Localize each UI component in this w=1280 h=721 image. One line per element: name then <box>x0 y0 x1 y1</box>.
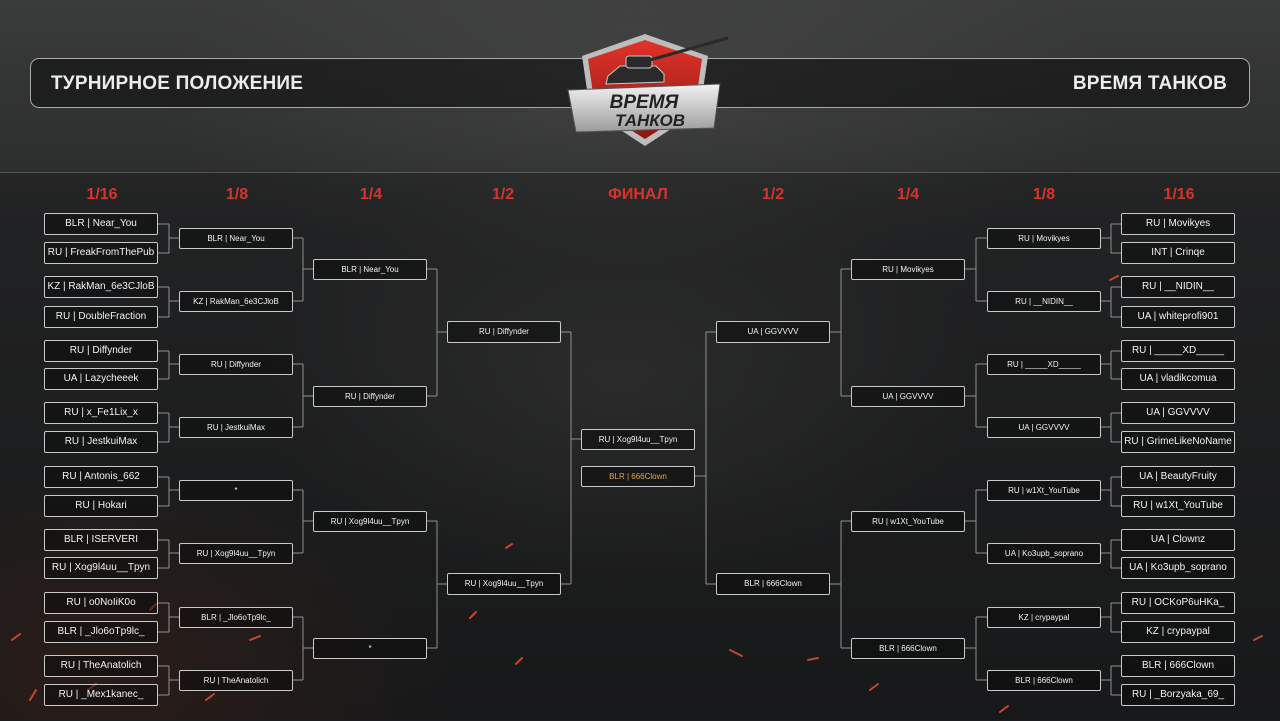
team-box-left-1-8[interactable]: KZ | RakMan_6e3CJloB <box>179 290 293 312</box>
team-box-right-1-16[interactable]: RU | w1Xt_YouTube <box>1121 495 1235 517</box>
team-box-right-1-16[interactable]: UA | Clownz <box>1121 529 1235 551</box>
team-box-left-1-16[interactable]: BLR | _Jlo6oTp9lc_ <box>44 621 158 643</box>
team-box-left-1-16[interactable]: RU | Xog9l4uu__Tpyn <box>44 557 158 579</box>
team-box-left-1-16[interactable]: RU | TheAnatolich <box>44 655 158 677</box>
team-box-left-1-16[interactable]: RU | JestkuiMax <box>44 431 158 453</box>
team-box-left-1-16[interactable]: RU | _Mex1kanec_ <box>44 684 158 706</box>
team-box-right-1-16[interactable]: RU | GrimeLikeNoName <box>1121 431 1235 453</box>
team-box-left-1-8[interactable]: BLR | _Jlo6oTp9lc_ <box>179 606 293 628</box>
team-box-right-1-8[interactable]: RU | __NIDIN__ <box>987 290 1101 312</box>
team-box-left-1-16[interactable]: RU | o0NoIiK0o <box>44 592 158 614</box>
team-box-left-1-4[interactable]: BLR | Near_You <box>313 258 427 280</box>
round-label-left-1-4: 1/4 <box>359 186 383 203</box>
team-box-left-1-16[interactable]: RU | Antonis_662 <box>44 466 158 488</box>
team-box-left-1-4[interactable]: * <box>313 637 427 659</box>
team-box-left-1-8[interactable]: RU | JestkuiMax <box>179 416 293 438</box>
team-box-right-1-16[interactable]: KZ | crypaypal <box>1121 621 1235 643</box>
team-box-left-1-8[interactable]: BLR | Near_You <box>179 227 293 249</box>
team-box-left-1-16[interactable]: BLR | Near_You <box>44 213 158 235</box>
team-box-right-1-8[interactable]: UA | Ko3upb_soprano <box>987 542 1101 564</box>
team-box-right-1-16[interactable]: UA | GGVVVV <box>1121 402 1235 424</box>
team-box-left-1-8[interactable]: * <box>179 479 293 501</box>
team-box-right-1-16[interactable]: RU | Movikyes <box>1121 213 1235 235</box>
team-box-right-1-2[interactable]: BLR | 666Clown <box>716 573 830 595</box>
team-box-right-1-4[interactable]: RU | w1Xt_YouTube <box>851 510 965 532</box>
round-label-final: ФИНАЛ <box>608 186 668 203</box>
team-box-left-1-16[interactable]: RU | DoubleFraction <box>44 306 158 328</box>
team-box-right-1-8[interactable]: RU | w1Xt_YouTube <box>987 479 1101 501</box>
team-box-left-1-4[interactable]: RU | Diffynder <box>313 385 427 407</box>
team-box-left-1-16[interactable]: RU | FreakFromThePub <box>44 242 158 264</box>
team-box-left-1-16[interactable]: RU | x_Fe1Lix_x <box>44 402 158 424</box>
team-box-left-1-16[interactable]: UA | Lazycheeek <box>44 368 158 390</box>
team-box-right-1-16[interactable]: INT | Crinqe <box>1121 242 1235 264</box>
team-box-right-1-16[interactable]: UA | whiteprofi901 <box>1121 306 1235 328</box>
round-label-left-1-8: 1/8 <box>225 186 249 203</box>
team-box-right-1-2[interactable]: UA | GGVVVV <box>716 321 830 343</box>
team-box-left-1-16[interactable]: KZ | RakMan_6e3CJloB <box>44 276 158 298</box>
team-box-right-1-8[interactable]: UA | GGVVVV <box>987 416 1101 438</box>
team-box-right-1-16[interactable]: RU | __NIDIN__ <box>1121 276 1235 298</box>
team-box-left-1-16[interactable]: RU | Hokari <box>44 495 158 517</box>
logo-text-line2: ТАНКОВ <box>615 111 685 130</box>
page-title: ТУРНИРНОЕ ПОЛОЖЕНИЕ <box>51 73 304 94</box>
team-box-right-1-4[interactable]: BLR | 666Clown <box>851 637 965 659</box>
round-label-right-1-4: 1/4 <box>896 186 920 203</box>
team-box-right-1-4[interactable]: RU | Movikyes <box>851 258 965 280</box>
team-box-right-1-16[interactable]: UA | vladikcomua <box>1121 368 1235 390</box>
team-box-right-1-16[interactable]: RU | _Borzyaka_69_ <box>1121 684 1235 706</box>
team-box-left-1-8[interactable]: RU | TheAnatolich <box>179 669 293 691</box>
brand-title: ВРЕМЯ ТАНКОВ <box>1072 73 1227 94</box>
team-box-right-1-16[interactable]: UA | Ko3upb_soprano <box>1121 557 1235 579</box>
round-label-right-1-16: 1/16 <box>1163 186 1195 203</box>
team-box-right-1-8[interactable]: BLR | 666Clown <box>987 669 1101 691</box>
team-box-left-1-4[interactable]: RU | Xog9l4uu__Tpyn <box>313 510 427 532</box>
team-box-left-1-16[interactable]: RU | Diffynder <box>44 340 158 362</box>
round-label-left-1-2: 1/2 <box>491 186 515 203</box>
team-box-right-1-16[interactable]: BLR | 666Clown <box>1121 655 1235 677</box>
team-box-right-1-8[interactable]: RU | _____XD_____ <box>987 353 1101 375</box>
round-label-left-1-16: 1/16 <box>86 186 118 203</box>
team-box-right-1-16[interactable]: RU | _____XD_____ <box>1121 340 1235 362</box>
team-box-right-1-16[interactable]: RU | OCKoP6uHKa_ <box>1121 592 1235 614</box>
team-box-left-1-2[interactable]: RU | Xog9l4uu__Tpyn <box>447 573 561 595</box>
final-team-top[interactable]: RU | Xog9l4uu__Tpyn <box>581 428 695 450</box>
team-box-left-1-8[interactable]: RU | Xog9l4uu__Tpyn <box>179 542 293 564</box>
round-label-right-1-2: 1/2 <box>761 186 785 203</box>
team-box-right-1-4[interactable]: UA | GGVVVV <box>851 385 965 407</box>
final-team-bottom[interactable]: BLR | 666Clown <box>581 465 695 487</box>
tanks-time-logo: ВРЕМЯ ТАНКОВ <box>567 34 729 146</box>
team-box-left-1-8[interactable]: RU | Diffynder <box>179 353 293 375</box>
team-box-left-1-2[interactable]: RU | Diffynder <box>447 321 561 343</box>
team-box-right-1-8[interactable]: KZ | crypaypal <box>987 606 1101 628</box>
team-box-right-1-16[interactable]: UA | BeautyFruity <box>1121 466 1235 488</box>
team-box-right-1-8[interactable]: RU | Movikyes <box>987 227 1101 249</box>
round-label-right-1-8: 1/8 <box>1032 186 1056 203</box>
logo-text-line1: ВРЕМЯ <box>610 92 680 113</box>
team-box-left-1-16[interactable]: BLR | ISERVERI <box>44 529 158 551</box>
